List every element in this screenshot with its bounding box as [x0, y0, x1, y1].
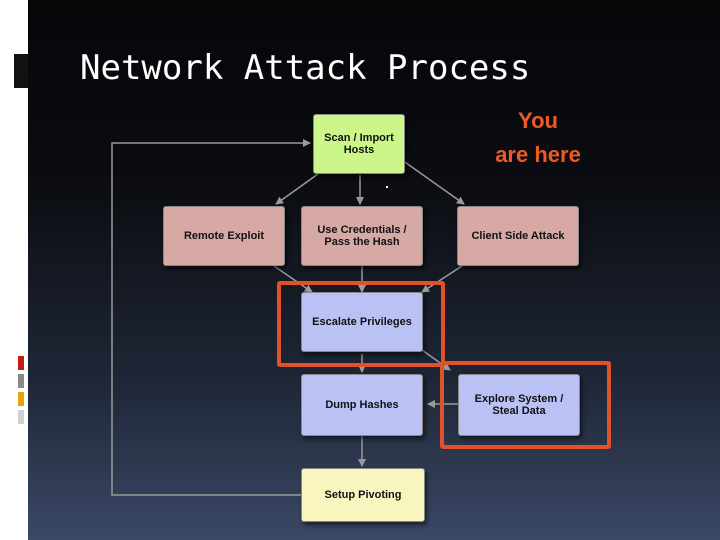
- node-setup-pivoting: Setup Pivoting: [301, 468, 425, 522]
- edge-scan-to-remote-exploit: [275, 173, 319, 205]
- slide-title: Network Attack Process: [80, 48, 531, 88]
- accent-bars: [18, 356, 24, 428]
- edge-scan-to-client-side: [401, 159, 465, 205]
- node-dump-hashes: Dump Hashes: [301, 374, 423, 436]
- accent-bar-gray: [18, 374, 24, 388]
- slide-left-margin: [0, 0, 28, 540]
- title-accent-bar: [14, 54, 28, 88]
- highlight-escalate-privileges: [277, 281, 445, 367]
- slide-background: [28, 0, 720, 540]
- edge-client-side-to-escalate: [421, 265, 463, 293]
- node-escalate-privileges: Escalate Privileges: [301, 292, 423, 352]
- edge-remote-exploit-to-escalate: [273, 265, 313, 293]
- edge-pivoting-loop-to-scan: [111, 139, 311, 496]
- node-scan-import-hosts: Scan / Import Hosts: [313, 114, 405, 174]
- callout-line-1: You: [518, 108, 558, 133]
- accent-bar-light: [18, 410, 24, 424]
- node-remote-exploit: Remote Exploit: [163, 206, 285, 266]
- node-client-side-attack: Client Side Attack: [457, 206, 579, 266]
- callout-line-2: are here: [495, 142, 581, 167]
- node-explore-system: Explore System / Steal Data: [458, 374, 580, 436]
- stray-dot: [386, 186, 388, 188]
- node-use-credentials: Use Credentials / Pass the Hash: [301, 206, 423, 266]
- accent-bar-red: [18, 356, 24, 370]
- you-are-here-callout: You are here: [470, 104, 606, 172]
- highlight-explore-system: [440, 361, 611, 449]
- accent-bar-yellow: [18, 392, 24, 406]
- edge-escalate-to-explore: [421, 349, 451, 371]
